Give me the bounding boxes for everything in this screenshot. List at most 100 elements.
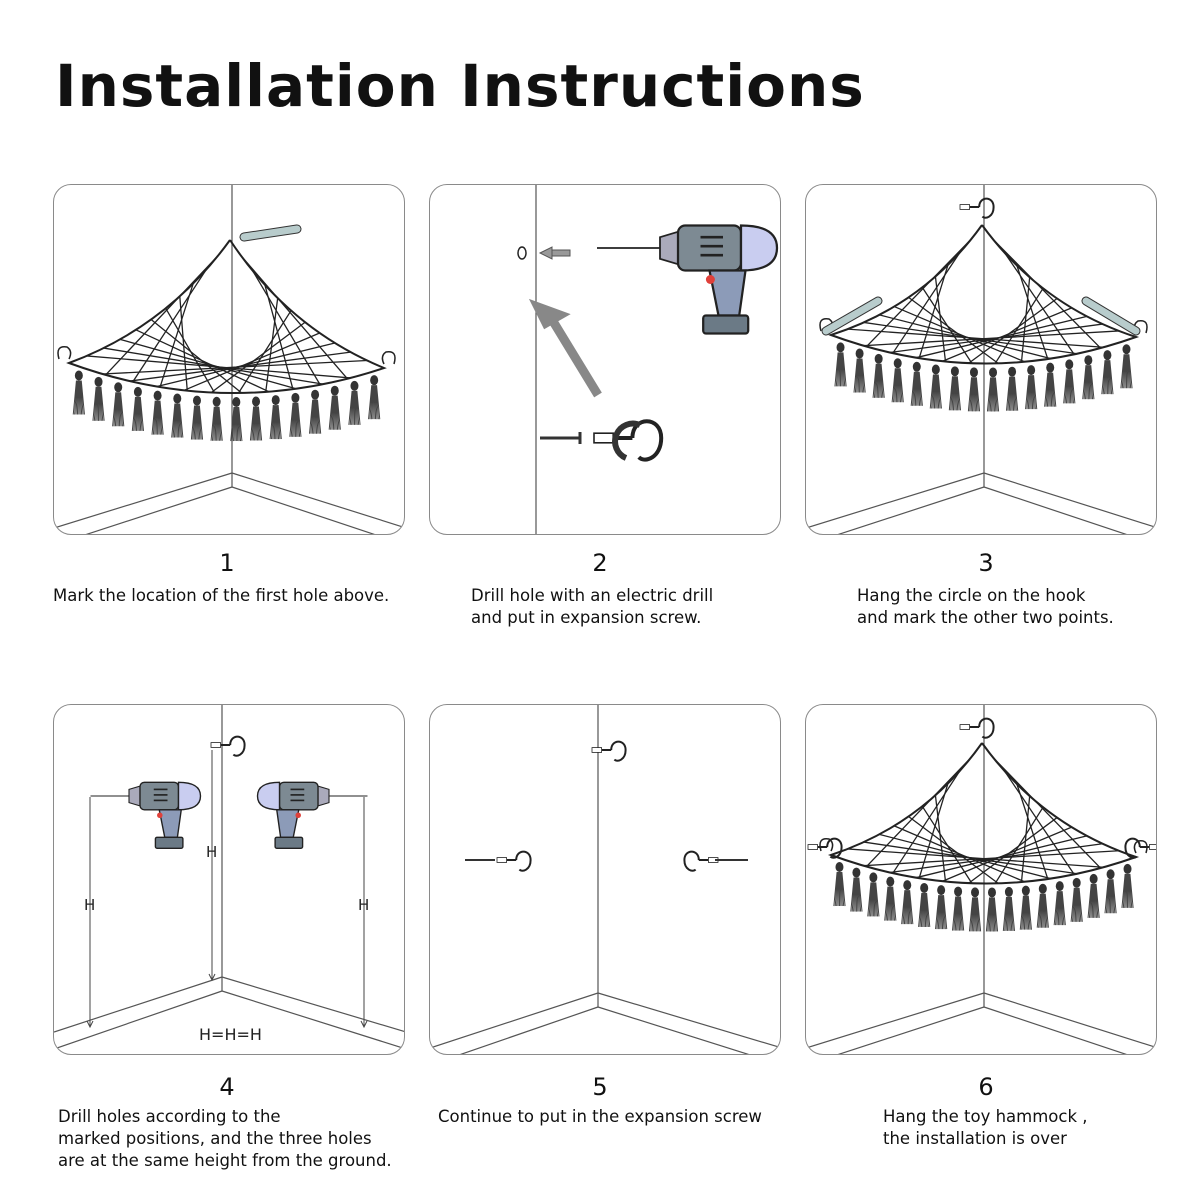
drill-body [676,224,743,272]
net-line [968,817,1058,884]
tassel-knot [969,367,978,378]
drill-back [739,224,779,272]
hook-icon [210,735,246,757]
drill-icon [596,224,779,335]
net-line [105,254,219,376]
tassel-knot [1038,883,1047,894]
tassel-knot [920,882,929,893]
net-line [1004,770,1075,875]
step-4-number: 4 [219,1073,235,1101]
hook-shape [683,850,710,872]
tassel [190,405,204,440]
tassel [872,363,885,398]
tassel-knot [232,397,241,408]
net-line [893,305,1025,363]
net-line [847,848,1104,868]
net-line [934,795,947,882]
tassel [308,399,322,434]
drill-chuck [659,230,679,266]
tassel-knot [1021,885,1030,896]
tassel [249,406,263,441]
tassel-knot [950,366,959,377]
drill-handle [708,269,747,317]
drill-battery [154,836,184,849]
hook-shape [219,735,246,757]
tassel-knot [1084,355,1093,366]
step-5-number: 5 [592,1073,608,1101]
drill-hole-drawing [517,185,779,534]
page-title: Installation Instructions [55,52,865,120]
baseboard-left [806,472,985,529]
tassel [951,896,965,931]
net-line [135,329,270,393]
net-line [159,283,194,388]
tassel-knot [114,382,123,393]
tassel [92,386,105,421]
drill-handle [158,809,183,838]
hook-shape [968,197,995,219]
tassel [328,395,341,430]
tassel-knot [989,367,998,378]
hammock-outline [827,224,1140,365]
net-line [1020,277,1031,363]
tassel-knot [173,393,182,404]
net-line [252,270,321,386]
baseboard-right [231,472,404,528]
anchor-shape [496,857,508,863]
tassel-knot [153,390,162,401]
tassel [368,385,381,420]
drill-trigger [295,812,301,818]
tassel-knot [874,353,883,364]
tassel-knot [869,872,878,883]
drill-trigger [705,275,715,284]
tassel [1104,879,1117,914]
step-3-illustration [805,184,1157,535]
loop-left [57,346,72,360]
drill-icon [90,781,202,849]
drill-handle [275,809,300,838]
tassel [891,368,904,403]
tassel [986,377,1000,412]
tassel [850,877,863,912]
baseboard-right [597,992,780,1049]
floor-right [221,990,404,1049]
drill-chuck [128,785,141,807]
net-line [893,825,1025,883]
net-line [892,770,961,874]
tassel [918,892,931,927]
tassel-knot [852,867,861,878]
tassel-knot [1008,366,1017,377]
net-line [863,330,1120,347]
net-line [264,284,294,390]
tassel [230,407,243,442]
tassel [1120,354,1133,389]
dimension-label: H=H=H [199,1025,262,1044]
tassel [833,871,846,907]
net-line [863,850,1120,867]
net-line [132,269,207,383]
net-line [210,321,306,394]
tassel-knot [1046,362,1055,373]
floor-left [54,990,223,1050]
net-line [240,255,348,380]
tassel [935,895,948,930]
tassel [853,358,866,393]
net-line [942,826,1072,882]
net-line [1020,795,1031,883]
floor-right [983,486,1127,534]
baseboard-left [54,472,233,529]
step-2-illustration [429,184,781,535]
net-line [934,276,947,362]
tassel [985,897,999,932]
hung-hammock-drawing [806,705,1156,1054]
net-line [866,756,972,867]
net-line [156,342,336,388]
net-line [942,307,1072,362]
baseboard-left [430,992,599,1049]
tassel [948,376,962,411]
drill-trigger [157,812,163,818]
tassel [834,352,847,387]
tassel [1025,375,1038,410]
anchor-shape [210,742,222,748]
